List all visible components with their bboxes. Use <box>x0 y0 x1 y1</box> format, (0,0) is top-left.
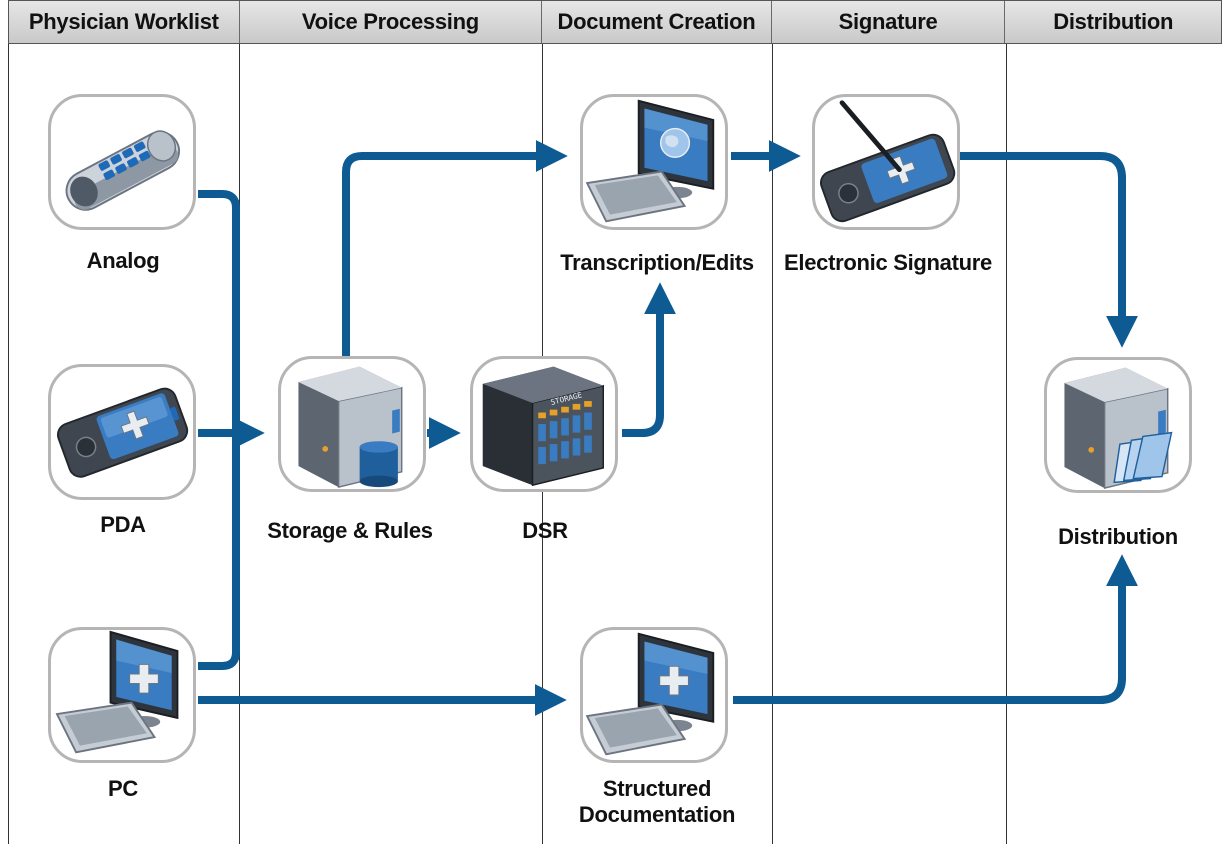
swimlane-header: Physician Worklist Voice Processing Docu… <box>8 0 1222 44</box>
lane-divider <box>8 44 9 844</box>
server-folders-icon <box>1064 367 1173 489</box>
node-electronic-signature <box>812 94 960 230</box>
arrow-dsr-to-transcription <box>622 282 676 437</box>
node-pc <box>48 627 196 763</box>
computer-icon <box>585 632 715 756</box>
lane-header-physician-worklist: Physician Worklist <box>9 1 240 43</box>
arrow-storage-to-transcription <box>342 140 568 356</box>
arrow-pc-to-storage <box>198 433 240 670</box>
arrow-structured-to-distribution <box>733 554 1138 704</box>
lane-header-distribution: Distribution <box>1053 9 1174 34</box>
label-electronic-signature: Electronic Signature <box>784 250 992 275</box>
signature-pad-icon <box>820 100 956 223</box>
computer-icon <box>55 630 179 754</box>
server-database-icon <box>298 366 403 488</box>
storage-array-icon: STORAGE <box>482 366 604 487</box>
arrow-analog-to-storage <box>198 190 240 433</box>
node-pda <box>48 364 196 500</box>
label-structured-line1: Structured <box>602 776 712 801</box>
node-analog <box>48 94 196 230</box>
lane-header-document-creation: Document Creation <box>542 1 772 43</box>
label-pc: PC <box>108 776 138 801</box>
node-structured-documentation <box>580 627 728 763</box>
computer-globe-icon <box>585 99 715 223</box>
lane-divider <box>1006 44 1007 844</box>
label-transcription-edits: Transcription/Edits <box>560 250 754 275</box>
node-dsr: STORAGE <box>470 356 618 492</box>
node-transcription-edits <box>580 94 728 230</box>
telephone-icon <box>65 130 180 211</box>
node-storage-rules <box>278 356 426 492</box>
pda-icon <box>56 387 189 478</box>
label-pda: PDA <box>100 512 146 537</box>
lane-divider <box>772 44 773 844</box>
label-distribution: Distribution <box>1058 524 1178 549</box>
label-structured-line2: Documentation <box>578 802 736 827</box>
label-storage-rules: Storage & Rules <box>267 518 433 543</box>
node-distribution <box>1044 357 1192 493</box>
arrow-signature-to-distribution <box>960 152 1138 348</box>
lane-header-signature: Signature <box>772 1 1006 43</box>
label-dsr: DSR <box>522 518 568 543</box>
lane-header-voice-processing: Voice Processing <box>240 1 543 43</box>
label-analog: Analog <box>86 248 160 273</box>
